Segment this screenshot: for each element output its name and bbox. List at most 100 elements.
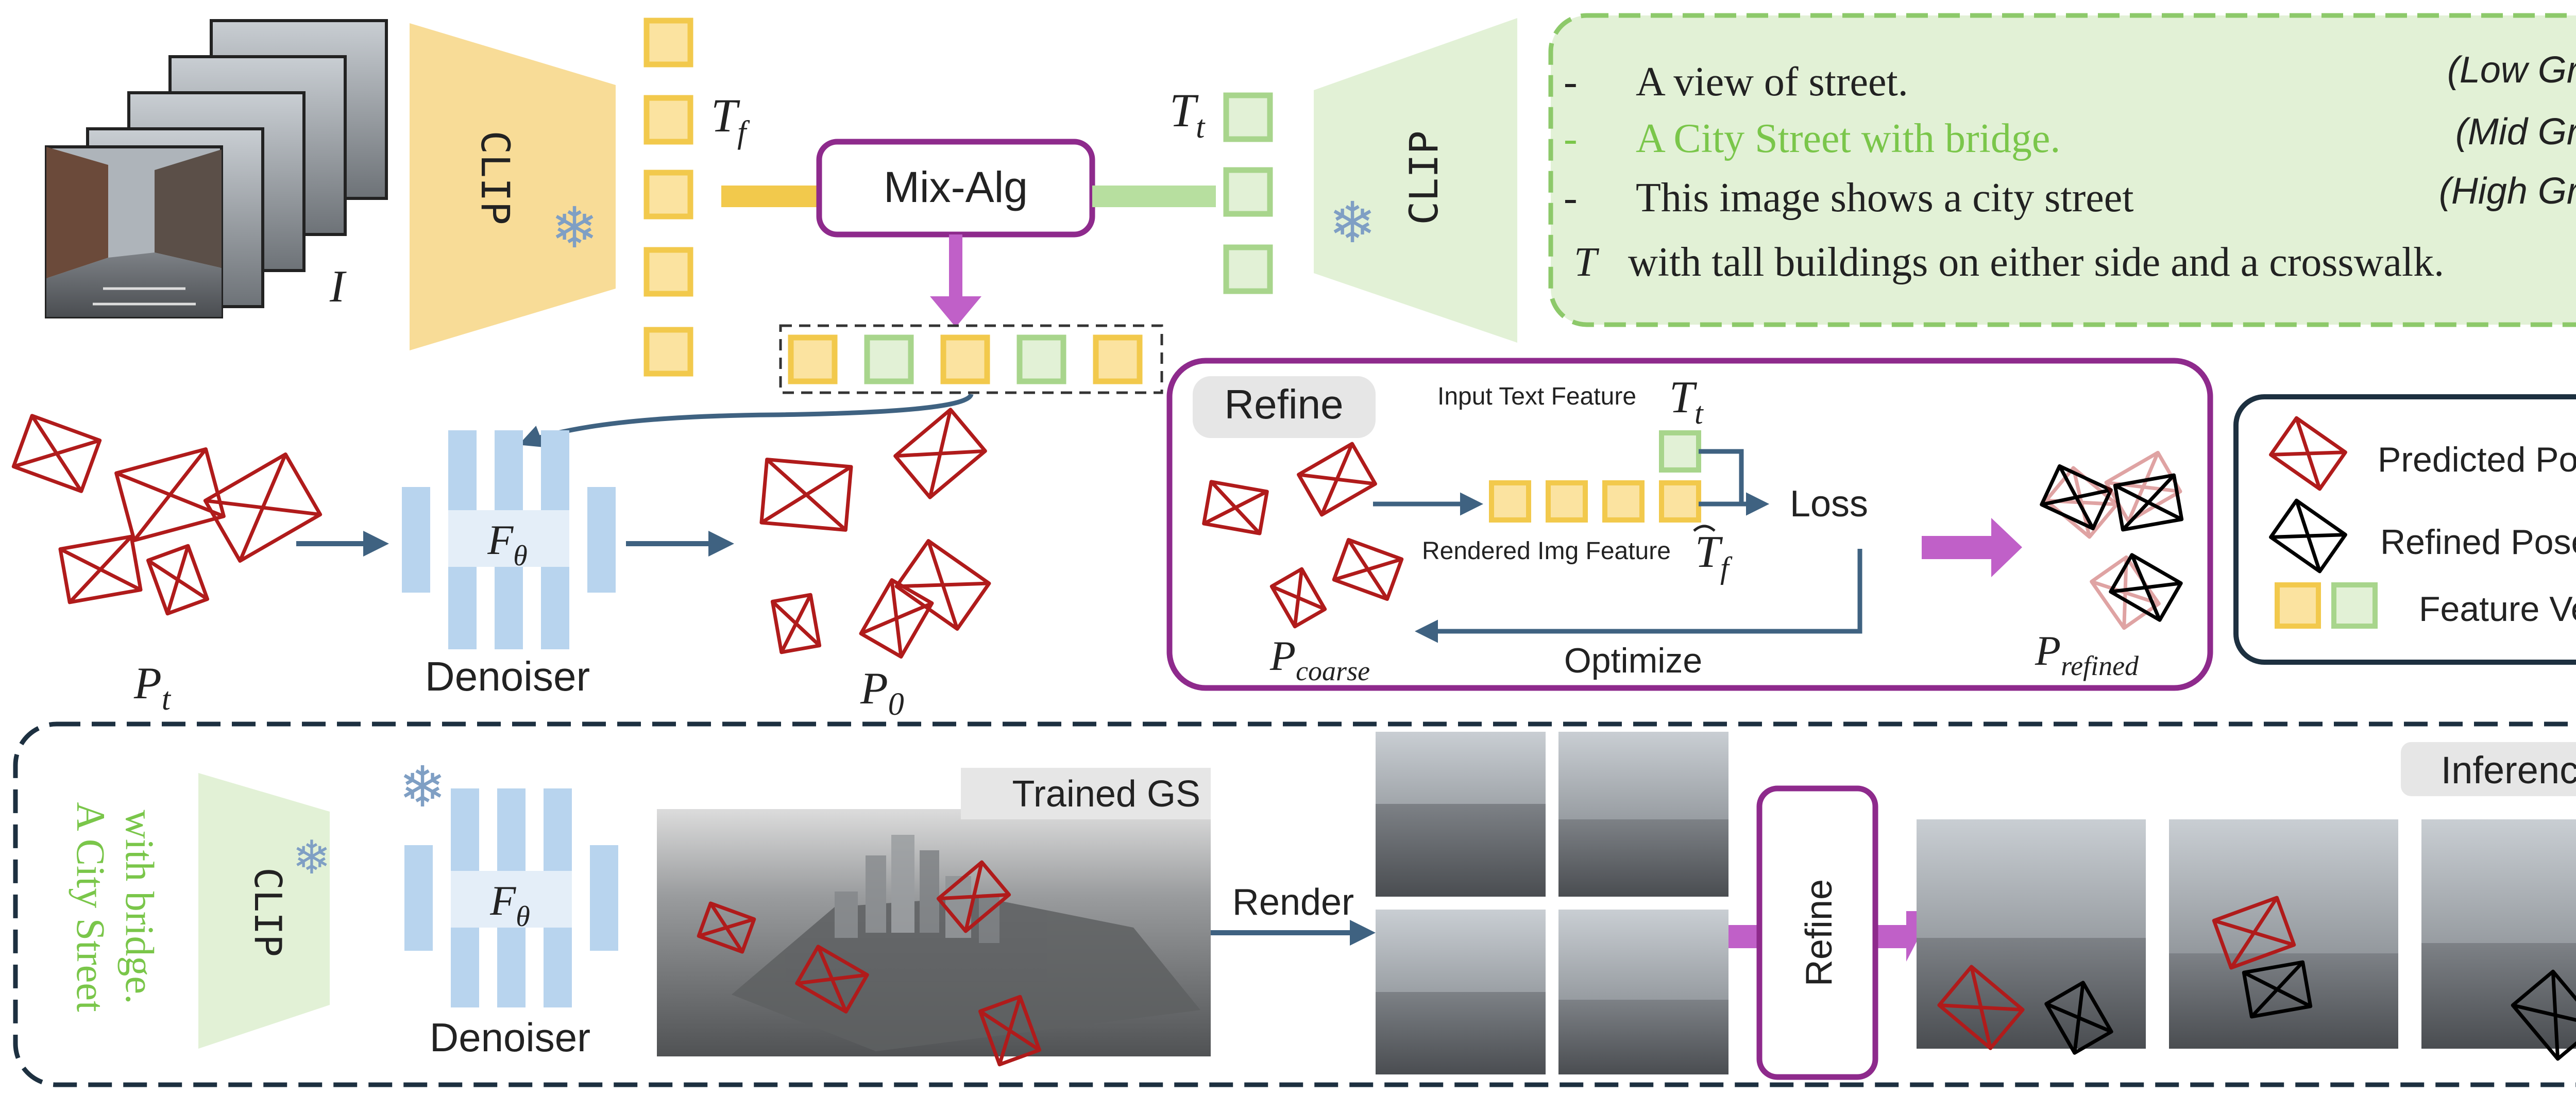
mixed-feature-row [779,324,1163,394]
camera-pose-icon [2044,981,2113,1055]
clip-left-label: CLIP [472,130,518,225]
noisy-poses [11,414,323,616]
refine-tt-label: Tt [1669,373,1704,430]
optimize-label: Optimize [1564,641,1702,680]
camera-pose-icon [936,860,1011,933]
render-label: Render [1232,882,1354,923]
camera-pose-icon [2109,553,2183,622]
refine-title: Refine [1224,381,1343,427]
image-label: I [329,262,347,312]
camera-pose-icon [2040,464,2113,531]
clip-text-encoder: CLIP ❄ [1314,18,1517,343]
city-model [732,835,1200,1051]
legend-green-vec [2331,582,2378,629]
f-theta-label: Fθ [487,516,528,572]
text-feature-vec [1659,430,1701,473]
from-refine-arrow [1873,925,1909,948]
prompt-dash: - [1564,116,1578,161]
camera-pose-icon [893,408,987,499]
img-feature-vec [1546,480,1588,523]
scene-poses [697,860,1042,1067]
mix-alg-box: Mix-Alg [816,139,1095,238]
inference-clip [198,773,330,1049]
camera-pose-icon [759,458,853,532]
coarse-poses [1202,442,1404,629]
camera-pose-icon [114,447,226,542]
denoised-poses [759,408,991,659]
refined-pose-icon [2269,498,2347,574]
camera-pose-icon [770,593,822,654]
legend-refined: Refined Pose [2380,523,2576,562]
denoiser-label: Denoiser [425,653,590,699]
p-coarse-label: Pcoarse [1269,632,1370,686]
predicted-pose-icon [2269,416,2347,491]
camera-pose-icon [1202,480,1269,535]
granularity-tag: (Mid Granu) [2455,111,2576,153]
result-poses [1937,896,2576,1061]
pt-label: Pt [133,659,172,717]
camera-pose-icon [978,995,1042,1067]
input-text-feature-label: Input Text Feature [1437,383,1636,410]
granularity-tag: (High Granu) [2439,171,2576,212]
granularity-tag: (Low Granu) [2447,49,2576,91]
prompt-dash: - [1564,175,1578,221]
camera-pose-icon [697,901,756,954]
camera-pose-icon [2242,960,2313,1019]
tt-label: Tt [1170,84,1206,145]
refine-module: Refine Input Text Feature Tt Rendered Im… [1166,358,2213,691]
camera-pose-icon [894,539,991,631]
clip-image-encoder: CLIP ❄ [410,23,616,350]
legend: Predicted Pose Refined Pose Feature Vec [2233,394,2576,665]
img-feature-vec [1489,480,1531,523]
from-refine-arrowhead [1906,911,1919,962]
mix-output-arrowhead [930,296,981,327]
hat-accent [1693,525,1716,532]
inference-f-theta: Fθ [489,877,530,933]
camera-pose-icon [2113,473,2184,532]
camera-pose-icon [859,578,934,659]
camera-pose-icon [795,945,869,1014]
inference-refine-label: Refine [1799,879,1840,986]
camera-pose-icon [1332,537,1404,601]
prompt-high: This image shows a city street [1636,175,2133,221]
camera-pose-icon [1297,442,1377,517]
snowflake-icon: ❄ [399,755,446,819]
camera-pose-icon [11,414,102,493]
inference-tag [2401,742,2576,796]
prompt-dash: - [1564,59,1578,105]
camera-pose-icon [2212,896,2296,970]
inference-denoiser-label: Denoiser [430,1015,590,1060]
prompt-low: A view of street. [1636,59,1908,105]
inference-refine-box [1756,785,1878,1080]
text-feature-vectors [1223,92,1273,294]
img-feature-vec [1659,480,1701,523]
refine-output-arrowhead [1991,518,2022,577]
input-image [45,19,388,318]
camera-pose-icon [146,544,210,616]
rendered-views [1376,732,1728,1074]
refined-poses [2040,450,2184,630]
legend-yellow-vec [2275,582,2321,629]
inference-panel: A City Street with bridge. CLIP ❄ ❄ Fθ D… [13,721,2576,1087]
tf-label: Tf [711,89,750,150]
rendered-img-feature-label: Rendered Img Feature [1422,537,1671,565]
camera-pose-icon [203,452,323,563]
prompt-high-cont: with tall buildings on either side and a… [1628,240,2444,285]
image-feature-connector [721,186,819,207]
inference-clip-label: CLIP [246,867,290,956]
p-refined-label: Prefined [2035,627,2139,681]
legend-predicted: Predicted Pose [2378,440,2576,479]
camera-pose-icon [58,534,143,604]
camera-pose-icon [2269,416,2347,491]
text-feature-connector [1092,186,1216,207]
trained-gs-label: Trained GS [1012,773,1200,815]
condition-arrow [518,393,974,448]
clip-right-label: CLIP [1401,130,1447,225]
p0-label: P0 [860,664,904,722]
denoiser-network: Fθ Denoiser [402,430,616,699]
inference-prompt-line1: A City Street [69,802,113,1012]
input-image-stack: I [45,19,388,318]
camera-pose-icon [2511,969,2576,1061]
refine-output-arrow [1922,536,1994,559]
img-feature-vec [1602,480,1645,523]
